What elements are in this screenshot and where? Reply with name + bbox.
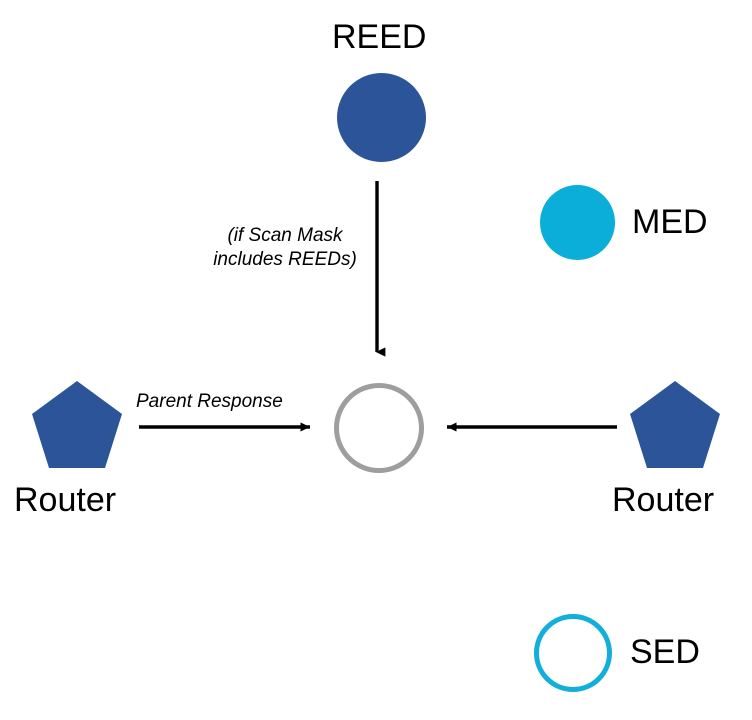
center-node-circle[interactable]	[334, 383, 424, 473]
med-node-circle[interactable]	[540, 185, 615, 260]
router-right-label: Router	[612, 481, 715, 519]
edge-label-parent-response: Parent Response	[136, 391, 283, 412]
sed-label: SED	[630, 633, 700, 671]
reed-node-circle[interactable]	[337, 73, 426, 162]
edge-label-scan-mask: (if Scan Mask includes REEDs)	[213, 225, 357, 270]
reed-label: REED	[332, 18, 427, 56]
router-left-pentagon[interactable]	[30, 379, 124, 471]
sed-node-circle[interactable]	[534, 614, 612, 692]
router-left-label: Router	[14, 481, 117, 519]
med-label: MED	[632, 203, 708, 241]
router-right-pentagon[interactable]	[628, 379, 722, 471]
